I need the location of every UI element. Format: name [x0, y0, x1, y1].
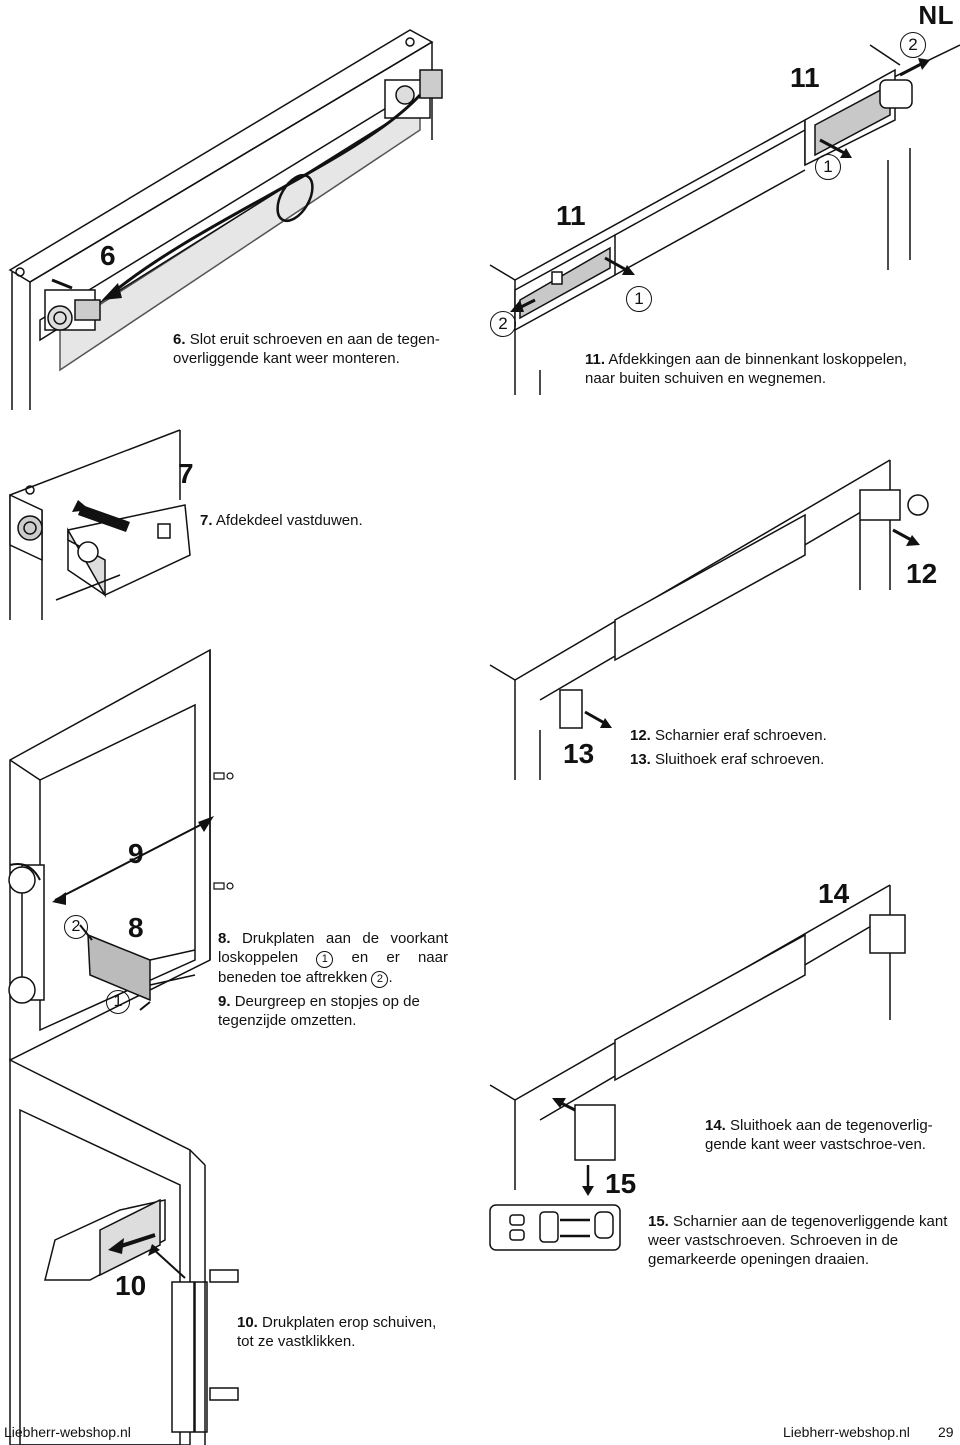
caption-step-7-text: Afdekdeel vastduwen. [215, 512, 363, 529]
caption-step-6: 6. Slot eruit schroeven en aan de tegen-… [173, 330, 443, 368]
caption-step-12-num: 12. [630, 727, 651, 744]
caption-step-10-num: 10. [237, 1314, 258, 1331]
caption-step-7: 7. Afdekdeel vastduwen. [200, 511, 460, 530]
caption-step-14: 14. Sluithoek aan de tegenoverlig-gende … [705, 1116, 945, 1154]
caption-step-15-num: 15. [648, 1213, 669, 1230]
caption-step-13-num: 13. [630, 751, 651, 768]
caption-step-9: 9. Deurgreep en stopjes op de tegenzijde… [218, 992, 448, 1030]
marker-1-mid: 1 [626, 286, 652, 312]
label-step-9: 9 [128, 838, 144, 869]
caption-step-8: 8. Drukplaten aan de voorkant loskoppele… [218, 929, 448, 988]
language-code: NL [918, 0, 954, 30]
caption-step-9-text: Deurgreep en stopjes op de tegenzijde om… [218, 993, 420, 1029]
illustration-step-12-13 [490, 460, 928, 780]
marker-2-top: 2 [900, 32, 926, 58]
caption-step-11: 11. Afdekkingen aan de binnenkant loskop… [585, 350, 930, 388]
illustration-step-8-9 [9, 650, 233, 1060]
label-step-11-top: 11 [790, 62, 820, 93]
illustration-step-7 [10, 430, 190, 620]
illustration-step-14-15 [490, 885, 905, 1250]
caption-step-10: 10. Drukplaten erop schuiven, tot ze vas… [237, 1313, 452, 1351]
caption-step-13: 13. Sluithoek eraf schroeven. [630, 750, 930, 769]
label-step-10: 10 [115, 1270, 147, 1301]
label-step-6: 6 [100, 240, 116, 271]
page-number: 29 [938, 1424, 954, 1440]
marker-2-mid: 2 [490, 311, 516, 337]
illustration-step-10 [10, 1060, 238, 1445]
label-step-14: 14 [818, 878, 850, 909]
caption-step-15: 15. Scharnier aan de tegenoverliggende k… [648, 1212, 948, 1269]
caption-step-8-marker-2: 2 [371, 971, 389, 988]
caption-step-11-text: Afdekkingen aan de binnenkant loskoppele… [585, 351, 907, 387]
marker-1-step8: 1 [106, 990, 130, 1014]
label-step-11-mid: 11 [556, 200, 586, 231]
caption-step-14-text: Sluithoek aan de tegenoverlig-gende kant… [705, 1117, 933, 1153]
illustration-step-11-mid [490, 120, 805, 395]
marker-2-step8: 2 [64, 915, 88, 939]
caption-step-6-num: 6. [173, 331, 186, 348]
label-step-13: 13 [563, 738, 595, 769]
illustration-step-6 [10, 30, 442, 410]
caption-step-8-text-b: en er naar beneden toe aftrekken [218, 949, 448, 986]
caption-step-14-num: 14. [705, 1117, 726, 1134]
label-step-7: 7 [178, 458, 194, 489]
label-step-12: 12 [906, 558, 938, 589]
label-step-8: 8 [128, 912, 144, 943]
footer-left-site: Liebherr-webshop.nl [4, 1424, 131, 1440]
caption-step-10-text: Drukplaten erop schuiven, tot ze vastkli… [237, 1314, 437, 1350]
caption-step-15-text: Scharnier aan de tegenoverliggende kant … [648, 1213, 948, 1268]
illustration-step-11-top [805, 45, 960, 270]
label-step-15: 15 [605, 1168, 637, 1199]
caption-step-9-num: 9. [218, 993, 231, 1010]
caption-step-7-num: 7. [200, 512, 213, 529]
caption-step-8-num: 8. [218, 930, 231, 947]
caption-step-11-num: 11. [585, 351, 606, 368]
caption-step-8-text-c: . [388, 969, 393, 986]
caption-step-8-text-a: Drukplaten aan de voorkant loskoppelen [218, 930, 448, 966]
marker-1-top: 1 [815, 154, 841, 180]
caption-step-12: 12. Scharnier eraf schroeven. [630, 726, 930, 745]
caption-step-8-marker-1: 1 [316, 951, 334, 968]
caption-step-12-text: Scharnier eraf schroeven. [655, 727, 827, 744]
footer-right-site: Liebherr-webshop.nl [783, 1424, 910, 1440]
caption-step-13-text: Sluithoek eraf schroeven. [655, 751, 825, 768]
caption-step-6-text: Slot eruit schroeven en aan de tegen-ove… [173, 331, 440, 367]
